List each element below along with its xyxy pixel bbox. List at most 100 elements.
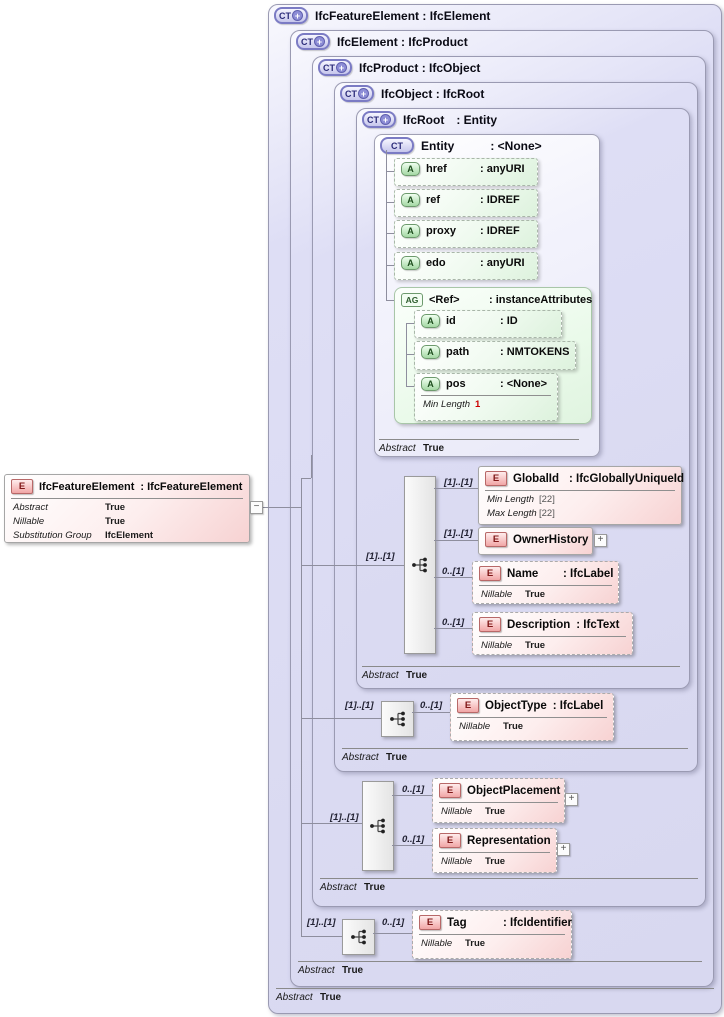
separator <box>421 395 551 396</box>
sequence-indicator <box>342 919 375 955</box>
attribute-icon: A <box>421 345 440 359</box>
complextype-icon[interactable]: CT+ <box>274 7 308 24</box>
expand-toggle[interactable]: + <box>557 843 570 856</box>
facet-label: Nillable <box>459 721 491 732</box>
element-icon: E <box>419 915 441 930</box>
facet-value: 1 <box>475 399 481 410</box>
attribute-group-icon: AG <box>401 293 423 307</box>
complextype-title: Entity : <None> <box>421 138 542 153</box>
connector-line <box>386 233 394 234</box>
facet-value: True <box>465 938 486 949</box>
sequence-indicator <box>381 701 414 737</box>
connector-line <box>386 202 394 203</box>
cardinality-label: [1]..[1] <box>444 528 473 539</box>
expand-toggle[interactable]: + <box>594 534 607 547</box>
complextype-title: IfcElement : IfcProduct <box>337 34 468 49</box>
complextype-title: IfcObject : IfcRoot <box>381 86 485 101</box>
connector-line <box>406 323 414 324</box>
expand-icon: + <box>358 88 369 99</box>
header-ifcobject: CT+ IfcObject : IfcRoot <box>340 85 484 102</box>
element-icon: E <box>457 698 479 713</box>
header-ifcroot: CT+ IfcRoot : Entity <box>362 111 497 128</box>
facet-value: True <box>525 589 546 600</box>
facet-value: True <box>485 806 506 817</box>
sequence-icon <box>350 929 366 945</box>
sequence-indicator <box>362 781 394 871</box>
expand-toggle[interactable]: + <box>565 793 578 806</box>
connector-line <box>262 507 301 508</box>
facet-label: Nillable <box>441 856 473 867</box>
separator <box>419 934 565 935</box>
expand-icon: + <box>292 10 303 21</box>
connector-line <box>392 795 432 796</box>
cardinality-label: [1]..[1] <box>345 700 374 711</box>
header-ifcfeatureelement: CT+ IfcFeatureElement : IfcElement <box>274 7 490 24</box>
element-type: : IfcFeatureElement <box>140 480 243 493</box>
complextype-icon[interactable]: CT <box>380 137 414 154</box>
element-name: IfcFeatureElement <box>39 480 135 493</box>
connector-line <box>301 565 404 566</box>
attribute-icon: A <box>421 377 440 391</box>
facet-value: True <box>503 721 524 732</box>
attribute-icon: A <box>401 162 420 176</box>
cardinality-label: 0..[1] <box>382 917 405 928</box>
element-ifcfeatureelement[interactable]: E IfcFeatureElement : IfcFeatureElement … <box>4 474 250 543</box>
separator <box>485 490 675 491</box>
connector-line <box>386 265 394 266</box>
facet-value: True <box>105 516 126 527</box>
cardinality-label: 0..[1] <box>442 566 465 577</box>
attribute-icon: A <box>401 256 420 270</box>
connector-line <box>301 718 381 719</box>
facet-value: True <box>485 856 506 867</box>
header-ifcelement: CT+ IfcElement : IfcProduct <box>296 33 468 50</box>
complextype-icon[interactable]: CT+ <box>318 59 352 76</box>
separator <box>457 717 607 718</box>
collapse-toggle[interactable]: − <box>250 501 263 514</box>
header-entity: CT Entity : <None> <box>380 137 542 154</box>
facet-label: Nillable <box>421 938 453 949</box>
header-ifcproduct: CT+ IfcProduct : IfcObject <box>318 59 480 76</box>
connector-line <box>386 171 394 172</box>
cardinality-label: [1]..[1] <box>330 812 359 823</box>
facet-label: Nillable <box>481 589 513 600</box>
element-icon: E <box>479 566 501 581</box>
cardinality-label: 0..[1] <box>402 834 425 845</box>
complextype-icon[interactable]: CT+ <box>362 111 396 128</box>
attribute-icon: A <box>401 193 420 207</box>
sequence-indicator <box>404 476 436 654</box>
separator <box>479 636 626 637</box>
cardinality-label: 0..[1] <box>402 784 425 795</box>
complextype-icon[interactable]: CT+ <box>296 33 330 50</box>
connector-line <box>301 478 302 936</box>
element-icon: E <box>439 783 461 798</box>
facet-value: [22] <box>539 508 555 519</box>
connector-line <box>412 712 450 713</box>
connector-line <box>311 455 312 478</box>
expand-icon: + <box>314 36 325 47</box>
complextype-icon[interactable]: CT+ <box>340 85 374 102</box>
separator <box>439 802 558 803</box>
connector-line <box>392 845 432 846</box>
connector-line <box>386 150 387 300</box>
sequence-icon <box>412 557 427 573</box>
